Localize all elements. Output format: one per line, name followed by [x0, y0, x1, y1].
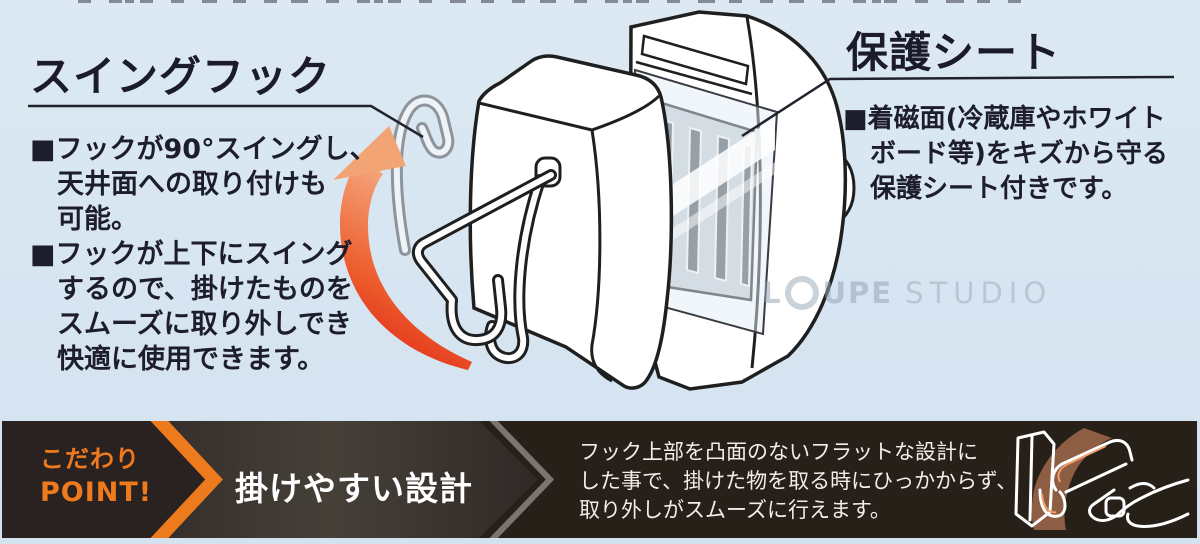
description-line: した事で、掛けた物を取る時にひっかからず、 — [579, 469, 1018, 493]
bullet-line: ■フックが上下にスイング — [30, 239, 353, 270]
point-banner: こだわり POINT! 掛けやすい設計 フック上部を凸面のないフラットな設計に … — [2, 421, 1197, 538]
kodawari-point-badge: こだわり POINT! — [40, 447, 152, 506]
swing-arrow-head — [333, 126, 406, 180]
banner-title: 掛けやすい設計 — [235, 469, 473, 508]
description-line: フック上部を凸面のないフラットな設計に — [579, 440, 978, 464]
badge-line1: こだわり — [40, 445, 140, 473]
plate-frame-line — [635, 60, 753, 96]
watermark: L UPE STUDIO — [762, 276, 1052, 310]
swing-hook-heading: スイングフック — [30, 52, 332, 101]
bullet-line: ■着磁面(冷蔵庫やホワイト — [843, 104, 1166, 134]
item-outline — [1051, 438, 1134, 494]
swing-hook-leader-line — [28, 104, 424, 139]
badge-line2: POINT! — [40, 477, 153, 508]
bullet-line: ■フックが90°スイングし、 — [30, 134, 377, 165]
swing-arrow — [333, 126, 472, 370]
hook-wire — [411, 169, 557, 365]
front-body — [468, 54, 674, 390]
hook-accent-line — [1041, 493, 1057, 514]
hand-outline — [1088, 478, 1190, 528]
magnifier-ring-icon — [785, 276, 820, 310]
bullet-line: ボード等)をキズから守る — [870, 139, 1168, 169]
bullet-line: するので、掛けたものを — [57, 274, 353, 305]
banner-left-section — [2, 421, 214, 538]
description-line: 取り外しがスムーズに行えます。 — [579, 498, 891, 522]
watermark-text-studio: STUDIO — [905, 276, 1053, 310]
protect-sheet-bullets: ■着磁面(冷蔵庫やホワイト ボード等)をキズから守る 保護シート付きです。 — [843, 102, 1168, 207]
watermark-text-upe: UPE — [822, 276, 894, 310]
swing-hook-bullets: ■フックが90°スイングし、 天井面への取り付けも 可能。 ■フックが上下にスイ… — [30, 132, 377, 377]
protect-sheet-leader-line — [741, 75, 1175, 138]
bullet-line: 可能。 — [57, 204, 138, 235]
bullet-line: 天井面への取り付けも — [57, 169, 327, 200]
watermark-text-l: L — [762, 276, 783, 310]
bullet-line: 快適に使用できます。 — [57, 344, 325, 375]
plate-top-frame — [640, 34, 750, 86]
cropped-text-artifact — [78, 0, 1028, 3]
hand-removal-illustration — [1014, 428, 1190, 530]
orange-chevron-icon — [150, 421, 223, 538]
item-accent-line — [1057, 445, 1107, 483]
banner-description: フック上部を凸面のないフラットな設計に した事で、掛けた物を取る時にひっかからず… — [579, 438, 1017, 525]
swoosh-shape — [1031, 428, 1112, 530]
gray-chevron-icon — [489, 421, 555, 538]
protect-sheet-heading: 保護シート — [846, 28, 1062, 77]
bullet-line: 保護シート付きです。 — [870, 174, 1128, 204]
bullet-line: スムーズに取り外しでき — [57, 309, 352, 340]
